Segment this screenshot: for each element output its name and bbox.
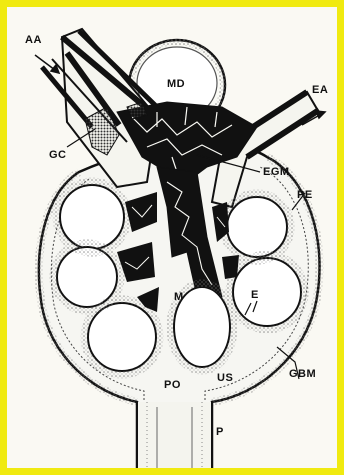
- label-macula-densa: MD: [167, 79, 185, 90]
- diagram-panel: AA MD EA GC EGM PE M E GBM PO US P: [7, 7, 337, 468]
- label-glomerular-basement-membrane: GBM: [289, 369, 316, 380]
- label-mesangium: M: [174, 292, 184, 303]
- proximal-tubule: [137, 402, 212, 468]
- label-proximal-tubule: P: [216, 427, 224, 438]
- label-extraglomerular-mesangium: EGM: [263, 167, 290, 178]
- label-urinary-space: US: [217, 373, 233, 384]
- label-proximal-opening: PO: [164, 380, 181, 391]
- glomerulus-diagram: [7, 7, 337, 468]
- label-granular-cells: GC: [49, 150, 67, 161]
- label-endothelium: E: [251, 290, 259, 301]
- label-afferent-arteriole: AA: [25, 35, 42, 46]
- label-efferent-arteriole: EA: [312, 85, 328, 96]
- label-parietal-epithelium: PE: [297, 190, 313, 201]
